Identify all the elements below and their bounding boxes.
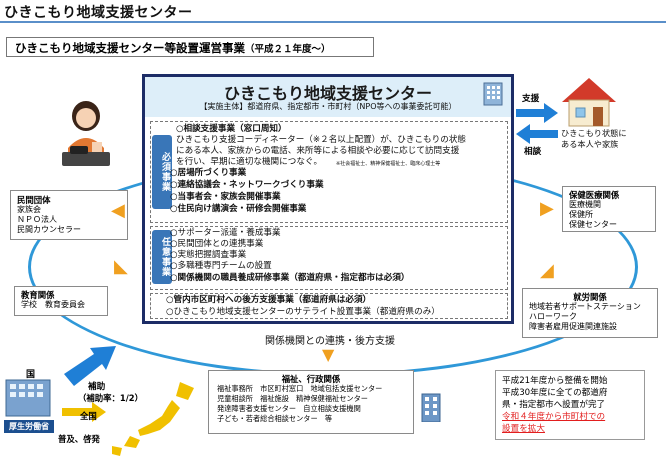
ministry-building-icon: [4, 378, 52, 418]
optional-line: ○実態把握調査事業: [170, 250, 247, 260]
page-title: ひきこもり地域支援センター: [4, 5, 193, 21]
required-line: にある本人、家族からの電話、来所等による相談や必要に応じて訪問支援: [176, 146, 460, 156]
consult-label: 相談: [524, 147, 542, 157]
title-divider: [0, 21, 666, 23]
employment-panel: 就労関係 地域若者サポートステーション ハローワーク 障害者雇用促進関連施設: [522, 288, 658, 338]
optional-tag: 任意事業: [152, 230, 172, 284]
center-title-bar: [145, 77, 511, 117]
house-icon: [560, 76, 618, 128]
panel-line: 児童相談所 福祉施設 精神保健福祉センター: [217, 394, 368, 403]
panel-line: 福祉事務所 市区町村窓口 地域包括支援センター: [217, 384, 383, 393]
note-red-line: 令和４年度から市町村での: [502, 412, 606, 422]
panel-line: 障害者雇用促進関連施設: [529, 322, 617, 331]
arrow-left-icon: ◀: [111, 200, 125, 221]
ministry-label: 厚生労働省: [4, 420, 54, 433]
house-caption: ある本人や家族: [561, 139, 619, 149]
private-orgs-panel: 民間団体 家族会 ＮＰＯ法人 民間カウンセラー: [10, 190, 128, 240]
required-line: を行い、早期に適切な機関につなぐ。: [176, 157, 323, 167]
required-line: ○居場所づくり事業: [170, 168, 247, 178]
arrow-right-icon: ▶: [540, 198, 554, 219]
education-panel: 教育関係 学校 教育委員会: [14, 286, 108, 316]
panel-line: 保健所: [569, 210, 593, 219]
nationwide-arrow: [62, 402, 106, 422]
panel-line: 家族会: [17, 205, 41, 214]
backup-line: ○ひきこもり地域支援センターのサテライト設置事業（都道府県のみ）: [166, 307, 440, 317]
required-tag: 必須事業: [152, 135, 172, 209]
support-label: 支援: [522, 94, 540, 104]
backup-section: [150, 293, 508, 319]
panel-line: 子ども・若者総合相談センター 等: [217, 414, 333, 423]
arrow-down-icon: ▼: [322, 345, 335, 364]
country-label: 国: [26, 370, 36, 380]
panel-heading: 保健医療関係: [569, 190, 620, 200]
optional-line: ○サポーター派遣・養成事業: [170, 228, 281, 238]
subtitle-year: （平成２１年度～）: [245, 44, 331, 55]
optional-line: ○多職種専門チームの設置: [170, 261, 272, 271]
note-red-line: 設置を拡大: [502, 424, 545, 434]
panel-line: ＮＰＯ法人: [17, 215, 57, 224]
arrow-down-right-icon: ◢: [540, 260, 554, 281]
subsidy-arrow: [64, 344, 120, 388]
optional-line: ○関係機関の職員養成研修事業（都道府県・指定都市は必須）: [170, 273, 410, 283]
panel-heading: 就労関係: [573, 292, 607, 302]
required-section: [150, 121, 508, 223]
arrow-down-left-icon: ◣: [114, 256, 128, 277]
support-arrow: [516, 103, 558, 123]
panel-line: 医療機関: [569, 200, 601, 209]
house-caption: ひきこもり状態に: [561, 128, 627, 138]
subsidy-rate: （補助率：1/2）: [78, 393, 143, 403]
required-line: ○相談支援事業（窓口周知）: [176, 124, 287, 134]
backup-line: ○管内市区町村への後方支援事業（都道府県は必須）: [166, 295, 372, 305]
panel-line: 保健センター: [569, 220, 617, 229]
panel-line: 地域若者サポートステーション: [529, 302, 641, 311]
note-line: 平成30年度に全ての都道府: [502, 388, 608, 398]
promotion-label: 普及、啓発: [58, 434, 100, 444]
required-line: ひきこもり支援コーディネーター（※２名以上配置）が、ひきこもりの状態: [176, 135, 467, 145]
office-building-icon: [420, 392, 442, 423]
nationwide-label: 全国: [80, 411, 97, 421]
subtitle: ひきこもり地域支援センター等設置運営事業: [15, 41, 245, 55]
health-medical-panel: 保健医療関係 医療機関 保健所 保健センター: [562, 186, 656, 232]
panel-line: ハローワーク: [529, 312, 577, 321]
cooperation-caption: 関係機関との連携・後方支援: [265, 336, 395, 347]
panel-line: 発達障害者支援センター 自立相談支援機関: [217, 404, 361, 413]
consult-arrow: [516, 124, 558, 144]
japan-map-icon: [110, 378, 202, 458]
subsidy-label: 補助: [88, 382, 106, 392]
optional-line: ○民間団体との連携事業: [170, 239, 264, 249]
panel-line: 民間カウンセラー: [17, 225, 81, 234]
note-box: 平成21年度から整備を開始 平成30年度に全ての都道府 県・指定都市へ設置が完了…: [495, 370, 645, 440]
center-title: ひきこもり地域支援センター: [223, 84, 432, 103]
panel-heading: 福祉、行政関係: [281, 374, 341, 384]
subtitle-box: ひきこもり地域支援センター等設置運営事業（平成２１年度～）: [6, 37, 374, 57]
center-implementer: 【実施主体】都道府県、指定都市・市町村（NPO等への事業委託可能）: [199, 102, 457, 111]
operator-illustration: [58, 96, 114, 168]
panel-heading: 教育関係: [21, 290, 55, 300]
note-line: 県・指定都市へ設置が完了: [502, 400, 606, 410]
welfare-admin-panel: 福祉、行政関係 福祉事務所 市区町村窓口 地域包括支援センター 児童相談所 福祉…: [208, 370, 414, 434]
required-line: ○住民向け講演会・研修会開催事業: [170, 204, 307, 214]
panel-heading: 民間団体: [17, 195, 51, 205]
note-line: 平成21年度から整備を開始: [502, 376, 608, 386]
required-note: ※社会福祉士、精神保健福祉士、臨床心理士等: [336, 161, 441, 167]
building-icon: [480, 80, 506, 106]
required-line: ○連絡協議会・ネットワークづくり事業: [170, 180, 324, 190]
required-line: ○当事者会・家族会開催事業: [170, 192, 281, 202]
optional-section: [150, 226, 508, 290]
panel-line: 学校 教育委員会: [21, 300, 85, 309]
